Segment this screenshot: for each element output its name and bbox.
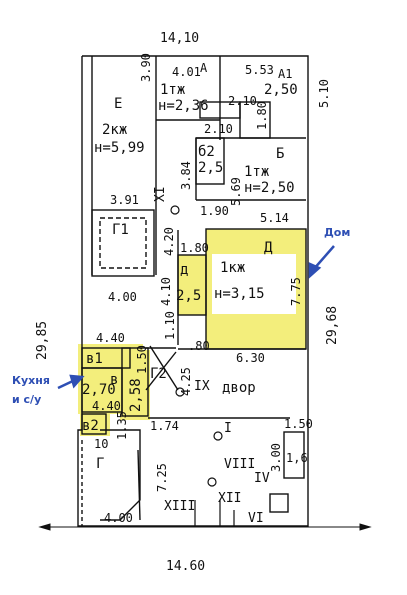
room-g2 (121, 347, 149, 417)
room-v1-value: 2,70 (82, 382, 116, 398)
room-d-small-value: 2,5 (176, 288, 201, 304)
marker-xii-circle (207, 477, 217, 487)
bottom-dim-arrow-right (359, 523, 372, 531)
d-white-area (212, 254, 296, 314)
dim-yard-110: 1.10 (163, 311, 177, 340)
g-diag (137, 449, 141, 521)
bottom-dim-arrow-left (38, 523, 51, 531)
dim-bottom: 14.60 (166, 559, 205, 574)
dimension-arrows (38, 523, 372, 531)
dim-g2-174: 1.74 (150, 419, 179, 433)
room-b-letter: Б (276, 146, 284, 162)
room-g2-label: Г2 (150, 366, 167, 382)
dim-d-small-h: 4.10 (159, 277, 173, 306)
room-d-line2: н=3,15 (214, 286, 265, 302)
dim-kitchen-440: 4.40 (92, 399, 121, 413)
room-e-letter: Е (114, 96, 122, 112)
dim-yard-080: .80 (188, 339, 210, 353)
dim-g2-135: 1.35 (115, 411, 129, 440)
room-a-line2: н=2,36 (158, 98, 209, 114)
note-arrows (57, 245, 335, 390)
note-kitchen-line2: и с/у (12, 393, 41, 406)
note-dom: Дом (324, 226, 350, 239)
dim-r-725: 7.25 (155, 463, 169, 492)
marker-i-circle (213, 431, 223, 441)
dim-left: 29,85 (35, 321, 50, 360)
room-a-line1: 1тж (160, 82, 186, 98)
dim-e-width: 3.91 (110, 193, 139, 207)
dim-yard-440: 4.40 (96, 331, 125, 345)
marker-vi: VI (248, 511, 264, 526)
room-e-line2: н=5,99 (94, 140, 145, 156)
room-b2 (195, 137, 225, 185)
marker-xi-circle (170, 205, 180, 215)
marker-ix-circle (175, 387, 185, 397)
dim-a-prefix: A (200, 61, 208, 75)
dim-yard-400: 4.00 (108, 290, 137, 304)
dim-kitchen-150: 1.50 (135, 345, 149, 374)
room-e-line1: 2кж (102, 122, 128, 138)
dim-e-height: 3.90 (139, 53, 153, 82)
dim-left-10: 10 (94, 437, 108, 451)
room-d-line1: 1кж (220, 260, 246, 276)
marker-xii: XII (218, 491, 241, 506)
dim-right: 29,68 (325, 306, 340, 345)
dim-180: 1.80 (255, 101, 269, 130)
dim-b-height: 5.69 (229, 177, 243, 206)
room-v1-label: в1 (86, 351, 103, 367)
room-v2 (81, 413, 107, 435)
dim-bottom-400: 4.00 (104, 511, 133, 525)
room-v-label: в (110, 372, 118, 388)
room-square (269, 493, 289, 513)
dim-a1-right: 5.10 (317, 79, 331, 108)
highlight-g2 (120, 350, 150, 420)
room-g1-label: Г1 (112, 222, 129, 238)
room-a1-value: 2,50 (264, 82, 298, 98)
room-g2-value: 2,58 (128, 378, 144, 412)
dim-a-width: 4.01 (172, 65, 201, 79)
kitchen-arrow-head (69, 374, 85, 389)
dim-r-150: 1.50 (284, 417, 313, 431)
dim-r-300: 3.00 (269, 443, 283, 472)
marker-ix: IX (194, 379, 210, 394)
dim-b2-height: 3.84 (179, 161, 193, 190)
dim-d-height: 7.75 (289, 277, 303, 306)
room-r16 (283, 431, 305, 479)
room-g-label: Г (96, 456, 104, 472)
marker-i: I (224, 421, 232, 436)
dim-a1-width: 5.53 (245, 63, 274, 77)
dim-top: 14,10 (160, 31, 199, 46)
dom-arrow-head (308, 262, 322, 279)
yard-label: двор (222, 380, 256, 396)
room-b2-line2: 2,5 (198, 160, 223, 176)
g2-diagonal-2 (145, 351, 177, 391)
room-b-line1: 1тж (244, 164, 270, 180)
room-g1-outer (91, 209, 155, 277)
marker-iv: IV (254, 471, 270, 486)
marker-xiii: XIII (164, 499, 195, 514)
dim-d-left: 4.20 (162, 227, 176, 256)
room-d-small-letter: д (180, 262, 188, 278)
dim-d-small-top: 1.80 (180, 241, 209, 255)
marker-xi: XI (153, 186, 168, 202)
note-kitchen-line1: Кухня (12, 374, 50, 387)
room-b2-line1: б2 (198, 144, 215, 160)
dim-b-right: 5.14 (260, 211, 289, 225)
dim-a1-label: A1 (278, 67, 292, 81)
dim-210-b: 2.10 (204, 122, 233, 136)
room-b-line2: н=2,50 (244, 180, 295, 196)
room-v2-label: в2 (82, 418, 99, 434)
dim-210-a: 2.10 (228, 94, 257, 108)
marker-viii: VIII (224, 457, 255, 472)
dim-kitchen-425: 4.25 (179, 367, 193, 396)
plot-outline (77, 55, 309, 527)
dim-yard-630: 6.30 (236, 351, 265, 365)
markers (170, 205, 235, 526)
dim-b-width: 1.90 (200, 204, 229, 218)
dim-r-16: 1,6 (286, 451, 308, 465)
room-d-letter: Д (264, 240, 273, 256)
highlight-d-small (178, 255, 206, 315)
